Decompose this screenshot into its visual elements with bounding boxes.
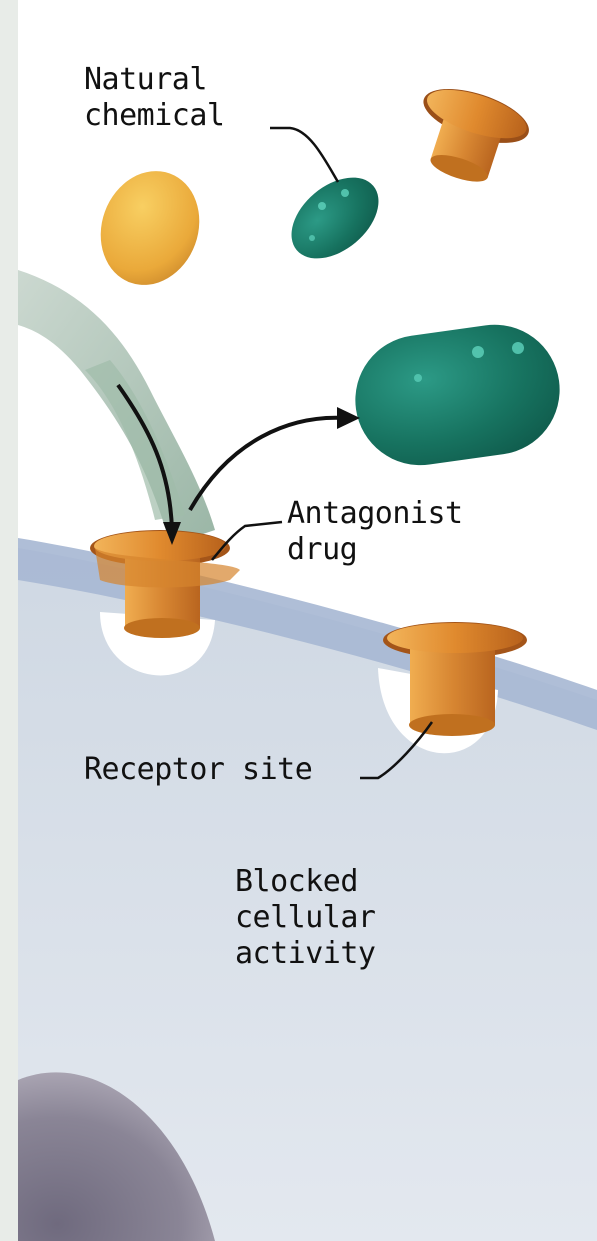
antagonist-drug-label: Antagonist drug bbox=[287, 496, 463, 568]
receptor-site-label: Receptor site bbox=[84, 752, 312, 788]
blocked-activity-label: Blocked cellular activity bbox=[235, 864, 376, 972]
floating-antagonist-molecule bbox=[404, 78, 536, 195]
natural-chemical-label: Natural chemical bbox=[84, 62, 225, 134]
natural-chemical-large bbox=[347, 316, 568, 473]
leader-natural-chemical bbox=[270, 128, 338, 182]
yellow-molecule bbox=[85, 157, 215, 299]
left-border bbox=[0, 0, 18, 1241]
